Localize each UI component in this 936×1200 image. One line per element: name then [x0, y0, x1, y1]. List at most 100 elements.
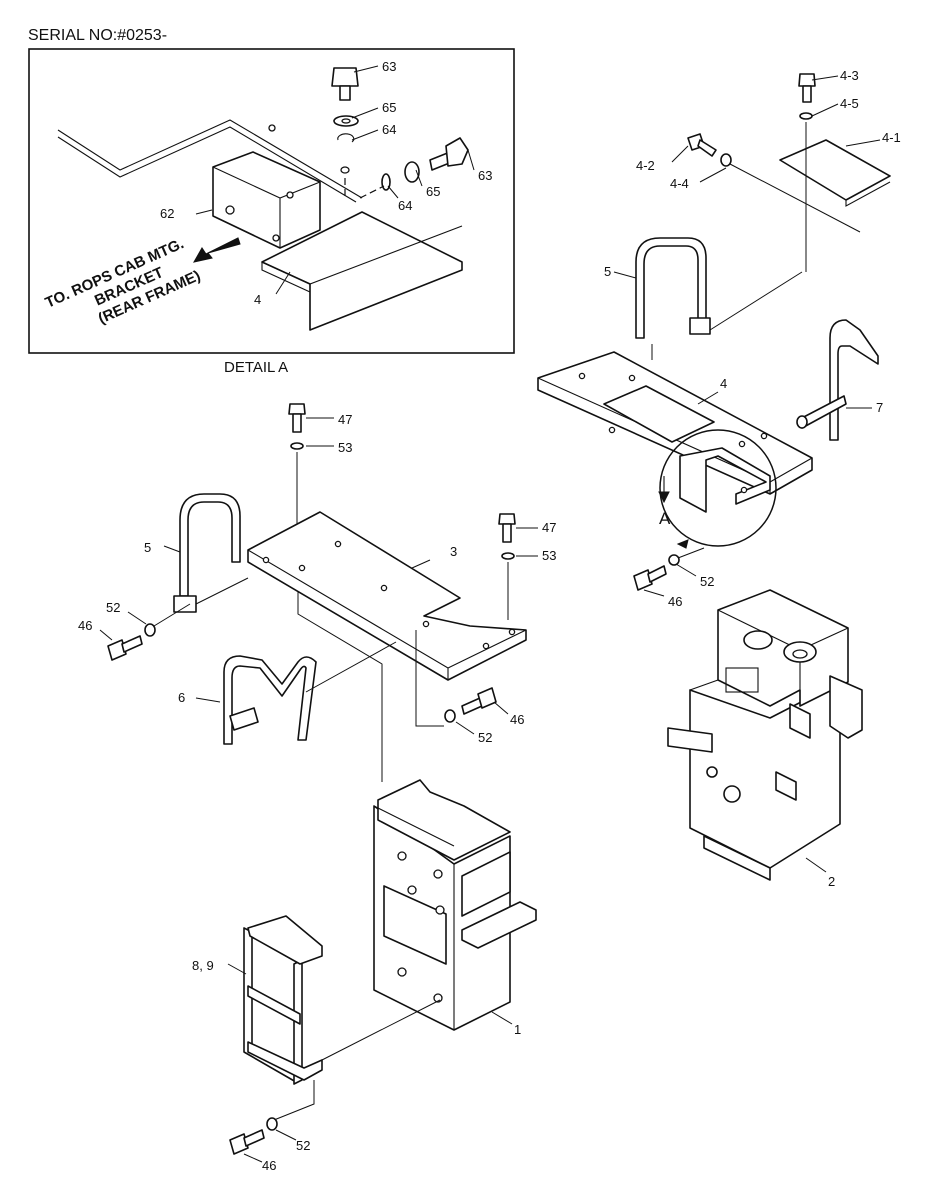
handle-7-end	[796, 415, 808, 429]
plate-hole	[740, 486, 748, 494]
tank-2-panel	[725, 667, 759, 693]
callout-4-5: 4-5	[840, 96, 859, 111]
handle-5-left	[179, 493, 241, 597]
tank-2-plug	[706, 766, 718, 778]
box-hole	[435, 905, 445, 915]
callout-1: 1	[514, 1022, 521, 1037]
bolt-4-2-shank	[697, 139, 717, 157]
box-hole	[397, 967, 407, 977]
detail-leader-lines	[195, 65, 475, 295]
floor-plate-3-edges	[247, 549, 527, 680]
tank-2-port	[743, 630, 773, 650]
step-8-9-bottom-tread	[247, 1041, 323, 1081]
bolt-63-head-side	[445, 137, 469, 167]
callout-46: 46	[262, 1158, 276, 1173]
box-1-leader	[491, 1011, 513, 1025]
bolt-4-3-shank	[802, 85, 812, 103]
detail-a-arrow-icon	[676, 539, 689, 549]
bolt-46-shank	[121, 635, 143, 653]
plate-hole	[482, 642, 490, 650]
cover-plate-4-1	[779, 139, 891, 201]
box-hole	[407, 885, 417, 895]
tank-2-mount-tab	[775, 771, 797, 801]
detail-block-hole	[286, 191, 294, 199]
callout-52: 52	[296, 1138, 310, 1153]
detail-a-callout-circle	[659, 429, 777, 547]
step-8-9-top-tread	[247, 915, 323, 965]
callout-3: 3	[450, 544, 457, 559]
callout-4-1: 4-1	[882, 130, 901, 145]
callout-62: 62	[160, 206, 174, 221]
callout-52: 52	[478, 730, 492, 745]
detail-hole	[340, 166, 350, 174]
callout-4-4: 4-4	[670, 176, 689, 191]
tank-2-leader	[805, 857, 827, 873]
plate-4-leader	[697, 391, 719, 405]
right-fastener-leaders	[643, 547, 705, 597]
plate-hole	[298, 564, 306, 572]
callout-46: 46	[78, 618, 92, 633]
tank-2-gauge	[723, 785, 741, 803]
callout-52: 52	[106, 600, 120, 615]
callout-53: 53	[542, 548, 556, 563]
box-hole	[397, 851, 407, 861]
handle-7	[829, 319, 879, 441]
floor-plate-3	[247, 511, 527, 681]
handle-6	[223, 655, 317, 745]
detail-a-arrow-icon	[658, 491, 670, 504]
rops-direction-arrow-icon	[193, 237, 241, 263]
plate-hole	[760, 432, 768, 440]
washer-52	[266, 1117, 278, 1131]
tank-2-left-tab	[667, 727, 713, 753]
tank-2-mount-tab	[789, 703, 811, 739]
tank-2-top-box	[717, 589, 849, 707]
rops-note: TO. ROPS CAB MTG. BRACKET (REAR FRAME)	[43, 234, 205, 345]
box-1-top	[377, 779, 511, 861]
washer-65-side	[404, 161, 420, 183]
detail-block-62-edges	[212, 166, 321, 248]
washer-52	[668, 554, 680, 566]
box-1-tray	[461, 901, 537, 949]
step-8-9-mid-tread	[247, 985, 301, 1025]
handle-6-end	[229, 707, 259, 731]
handle-5-left-leaders	[163, 545, 249, 605]
callout-4-2: 4-2	[636, 158, 655, 173]
mount-plate-4-bracket	[679, 447, 771, 513]
callout-65: 65	[382, 100, 396, 115]
handle-5-left-foot	[173, 595, 197, 613]
washer-52	[444, 709, 456, 723]
box-1-side-window	[461, 851, 511, 917]
upper-right-leaders	[671, 75, 881, 272]
box-1-edges	[373, 805, 455, 1030]
callout-5: 5	[144, 540, 151, 555]
detail-block-hole	[225, 205, 235, 215]
handle-5-leader	[613, 271, 803, 360]
serial-number: SERIAL NO:#0253-	[28, 27, 167, 44]
detail-frame-edge	[57, 119, 363, 203]
box-1-panel	[383, 885, 447, 965]
plate-hole	[380, 584, 388, 592]
callout-64: 64	[398, 198, 412, 213]
bolt-63-shank	[339, 85, 351, 101]
bolt-47-shank	[292, 413, 302, 433]
callout-4: 4	[254, 292, 261, 307]
detail-a-frame	[28, 48, 515, 354]
callout-52: 52	[700, 574, 714, 589]
plate-3-leaders	[297, 559, 444, 782]
callout-2: 2	[828, 874, 835, 889]
handle-6-leaders	[195, 641, 397, 703]
plate-hole	[738, 440, 746, 448]
bolt-46-shank	[243, 1129, 265, 1147]
center-fastener-leaders	[455, 701, 509, 735]
plate-hole	[422, 620, 430, 628]
step-8-9-leaders	[227, 963, 441, 1121]
detail-bracket-4-edges	[261, 225, 463, 330]
callout-6: 6	[178, 690, 185, 705]
plate-hole	[334, 540, 342, 548]
cover-plate-edge	[845, 181, 891, 207]
callout-65: 65	[426, 184, 440, 199]
plate-hole	[628, 374, 636, 382]
tank-2-side-bracket	[829, 675, 863, 739]
mount-plate-4-opening	[603, 385, 715, 443]
